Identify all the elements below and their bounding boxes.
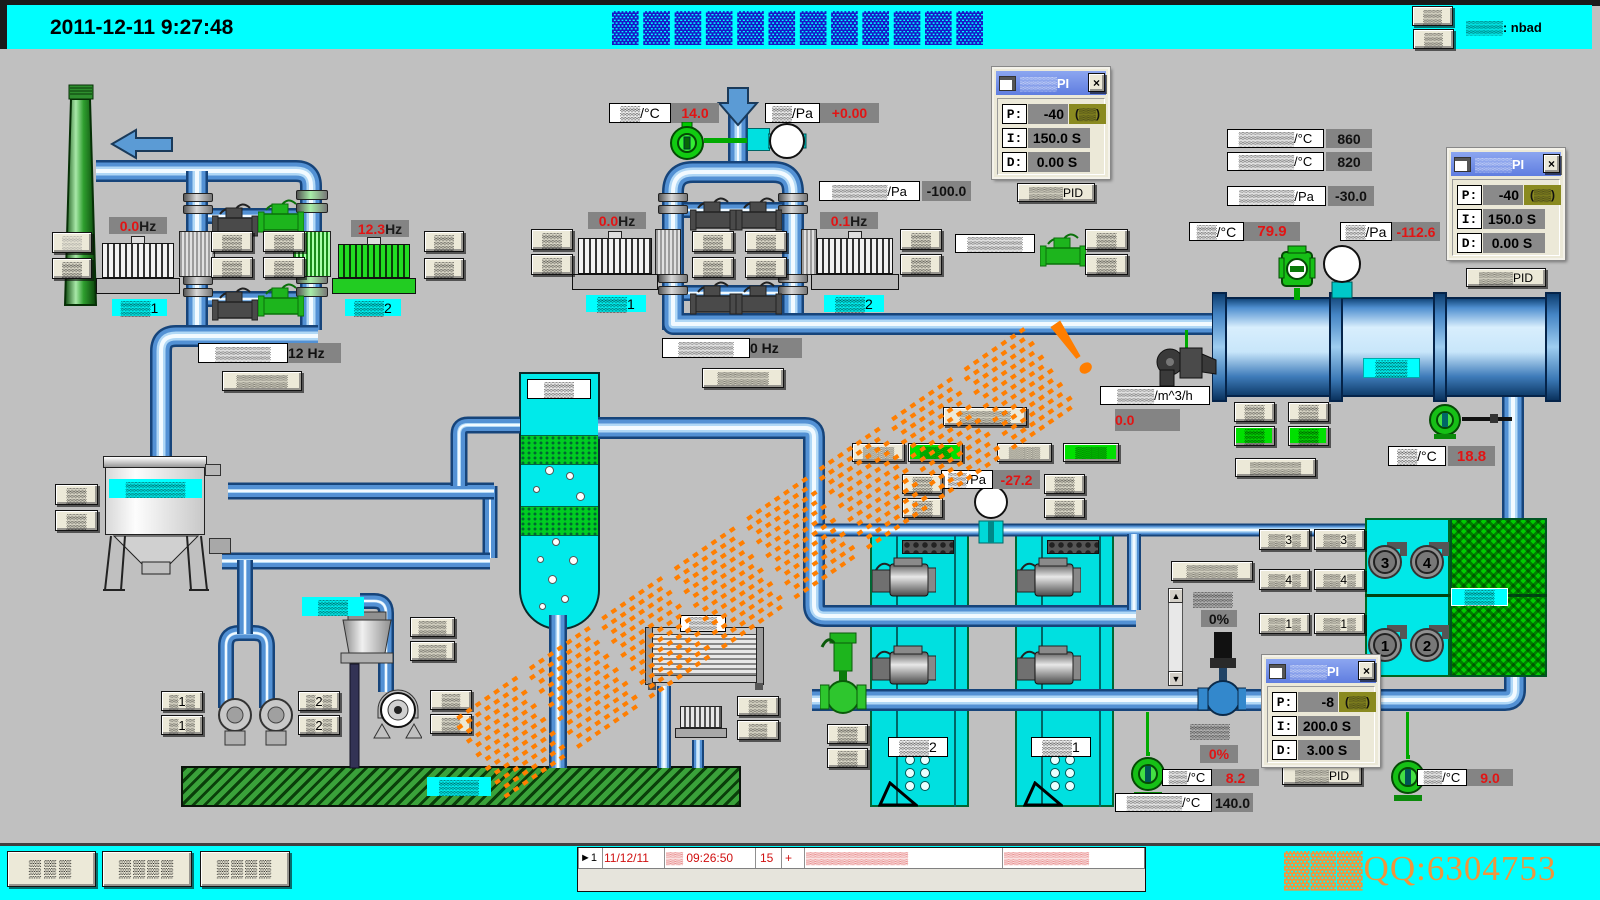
svg-text:2: 2 xyxy=(1423,638,1431,655)
svg-text:1: 1 xyxy=(1381,638,1389,655)
svg-text:3: 3 xyxy=(1381,555,1389,572)
svg-text:4: 4 xyxy=(1423,555,1432,572)
